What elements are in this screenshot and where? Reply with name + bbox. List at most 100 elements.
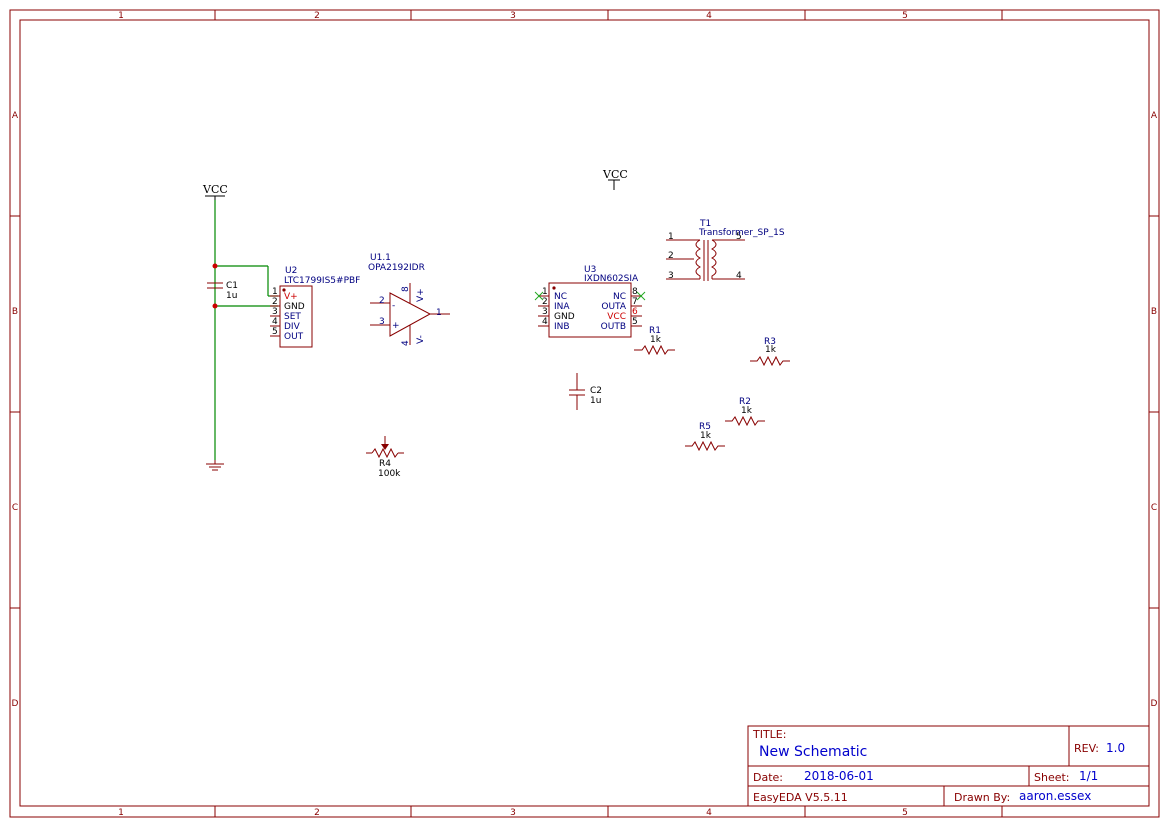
t1-ref: T1 bbox=[699, 219, 711, 229]
outer-border bbox=[9, 9, 1160, 818]
capacitor-c2[interactable]: C2 1u bbox=[569, 373, 602, 410]
u3-pin-name: INB bbox=[554, 322, 570, 332]
u2-pin-name: DIV bbox=[284, 322, 301, 332]
resistor-r5[interactable]: R5 1k bbox=[685, 422, 725, 452]
capacitor-c1[interactable]: C1 1u bbox=[207, 281, 238, 301]
u2-pin-name: GND bbox=[284, 302, 305, 312]
u3-pin-num: 6 bbox=[632, 307, 638, 317]
u2-pin-num: 2 bbox=[272, 297, 278, 307]
col-label-bottom: 5 bbox=[902, 808, 908, 818]
col-label-top: 2 bbox=[314, 11, 320, 21]
vcc-symbol-right[interactable]: VCC bbox=[602, 168, 628, 190]
date-label: Date: bbox=[753, 771, 783, 784]
u3-pin-num: 4 bbox=[542, 317, 548, 327]
rev-value: 1.0 bbox=[1106, 741, 1125, 755]
u3-pin-num: 5 bbox=[632, 317, 638, 327]
col-label-bottom: 3 bbox=[510, 808, 516, 818]
u1-ref: U1.1 bbox=[370, 253, 391, 263]
resistor-r2[interactable]: R2 1k bbox=[725, 397, 765, 427]
date-value: 2018-06-01 bbox=[804, 769, 874, 783]
vcc-symbol-left[interactable]: VCC bbox=[202, 183, 228, 200]
t1-pin-num: 2 bbox=[668, 251, 674, 261]
r5-ref: R5 bbox=[699, 422, 711, 432]
u1-pin-out: 1 bbox=[436, 308, 442, 318]
drawn-by-value: aaron.essex bbox=[1019, 789, 1091, 803]
net-wires-left[interactable] bbox=[212, 200, 279, 460]
u3-pin-name: OUTB bbox=[601, 322, 626, 332]
ic-u3[interactable]: 1 2 3 4 NC INA GND INB 8 7 6 5 NC OUTA V… bbox=[534, 265, 646, 338]
r1-value: 1k bbox=[650, 335, 662, 345]
inner-border bbox=[19, 19, 1150, 807]
u2-pin-num: 4 bbox=[272, 317, 278, 327]
col-label-bottom: 4 bbox=[706, 808, 712, 818]
u3-pin-num: 2 bbox=[542, 297, 548, 307]
c1-ref: C1 bbox=[226, 281, 238, 291]
u1-pin-vplus: 8 bbox=[401, 286, 411, 292]
opamp-u1[interactable]: 2 3 1 - + 8 V+ 4 V- U1.1 OPA2192IDR bbox=[368, 253, 450, 346]
u2-pin-num: 3 bbox=[272, 307, 278, 317]
u3-pin-name: OUTA bbox=[601, 302, 626, 312]
r3-ref: R3 bbox=[764, 337, 776, 347]
t1-pin-num: 1 bbox=[668, 232, 674, 242]
title-block: TITLE: New Schematic REV: 1.0 Date: 2018… bbox=[747, 725, 1150, 807]
ground-symbol[interactable] bbox=[206, 460, 224, 471]
u2-pin-name: OUT bbox=[284, 332, 304, 342]
u3-pin-num: 7 bbox=[632, 297, 638, 307]
r2-ref: R2 bbox=[739, 397, 751, 407]
col-label-bottom: 1 bbox=[118, 808, 124, 818]
u3-pin-num: 8 bbox=[632, 287, 638, 297]
u2-value: LTC1799IS5#PBF bbox=[284, 276, 360, 286]
col-label-bottom: 2 bbox=[314, 808, 320, 818]
drawn-by-label: Drawn By: bbox=[954, 791, 1010, 804]
u2-ref: U2 bbox=[285, 266, 297, 276]
r5-value: 1k bbox=[700, 431, 712, 441]
resistor-r1[interactable]: R1 1k bbox=[634, 326, 675, 356]
u1-minus-sign: - bbox=[392, 301, 395, 311]
row-label-right: D bbox=[1151, 699, 1158, 709]
u3-pin-num: 3 bbox=[542, 307, 548, 317]
sheet-label: Sheet: bbox=[1034, 771, 1070, 784]
r3-value: 1k bbox=[765, 345, 777, 355]
rev-label: REV: bbox=[1074, 742, 1099, 755]
row-label-left: A bbox=[12, 111, 19, 121]
u1-vplus-label: V+ bbox=[416, 288, 426, 302]
row-label-right: B bbox=[1151, 307, 1157, 317]
u1-vminus-label: V- bbox=[416, 335, 426, 344]
u3-value: IXDN602SIA bbox=[584, 274, 639, 284]
col-label-top: 5 bbox=[902, 11, 908, 21]
no-connect-marker bbox=[534, 291, 646, 301]
t1-pin-num: 4 bbox=[736, 271, 742, 281]
r1-ref: R1 bbox=[649, 326, 661, 336]
u3-pin-num: 1 bbox=[542, 287, 548, 297]
transformer-t1[interactable]: 1 2 3 4 5 T1 Transformer_SP_1S bbox=[666, 219, 785, 281]
tool-version: EasyEDA V5.5.11 bbox=[753, 791, 848, 804]
u1-value: OPA2192IDR bbox=[368, 263, 425, 273]
u3-pin-name: INA bbox=[554, 302, 570, 312]
row-label-right: A bbox=[1151, 111, 1158, 121]
column-dividers bbox=[214, 10, 1003, 817]
title-label: TITLE: bbox=[752, 728, 786, 741]
row-label-left: D bbox=[12, 699, 19, 709]
vcc-label: VCC bbox=[602, 168, 628, 181]
u2-pin-num: 5 bbox=[272, 327, 278, 337]
ic-u2[interactable]: 1 2 3 4 5 V+ GND SET DIV OUT U2 LTC1799I… bbox=[270, 266, 360, 348]
resistor-r3[interactable]: R3 1k bbox=[750, 337, 790, 367]
u1-pin-noninv: 3 bbox=[379, 317, 385, 327]
u3-pin-name: GND bbox=[554, 312, 575, 322]
c2-value: 1u bbox=[590, 396, 601, 406]
c2-ref: C2 bbox=[590, 386, 602, 396]
u1-plus-sign: + bbox=[392, 321, 400, 331]
t1-value: Transformer_SP_1S bbox=[698, 228, 785, 238]
r2-value: 1k bbox=[741, 406, 753, 416]
t1-pin-num: 5 bbox=[736, 232, 742, 242]
u2-pin-name: V+ bbox=[284, 292, 298, 302]
vcc-label: VCC bbox=[202, 183, 228, 196]
potentiometer-r4[interactable]: R4 100k bbox=[366, 436, 404, 479]
col-label-top: 3 bbox=[510, 11, 516, 21]
u2-pin-name: SET bbox=[284, 312, 301, 322]
row-label-right: C bbox=[1151, 503, 1157, 513]
row-dividers bbox=[10, 215, 1159, 609]
row-label-left: B bbox=[12, 307, 18, 317]
u3-pin-name: NC bbox=[613, 292, 626, 302]
